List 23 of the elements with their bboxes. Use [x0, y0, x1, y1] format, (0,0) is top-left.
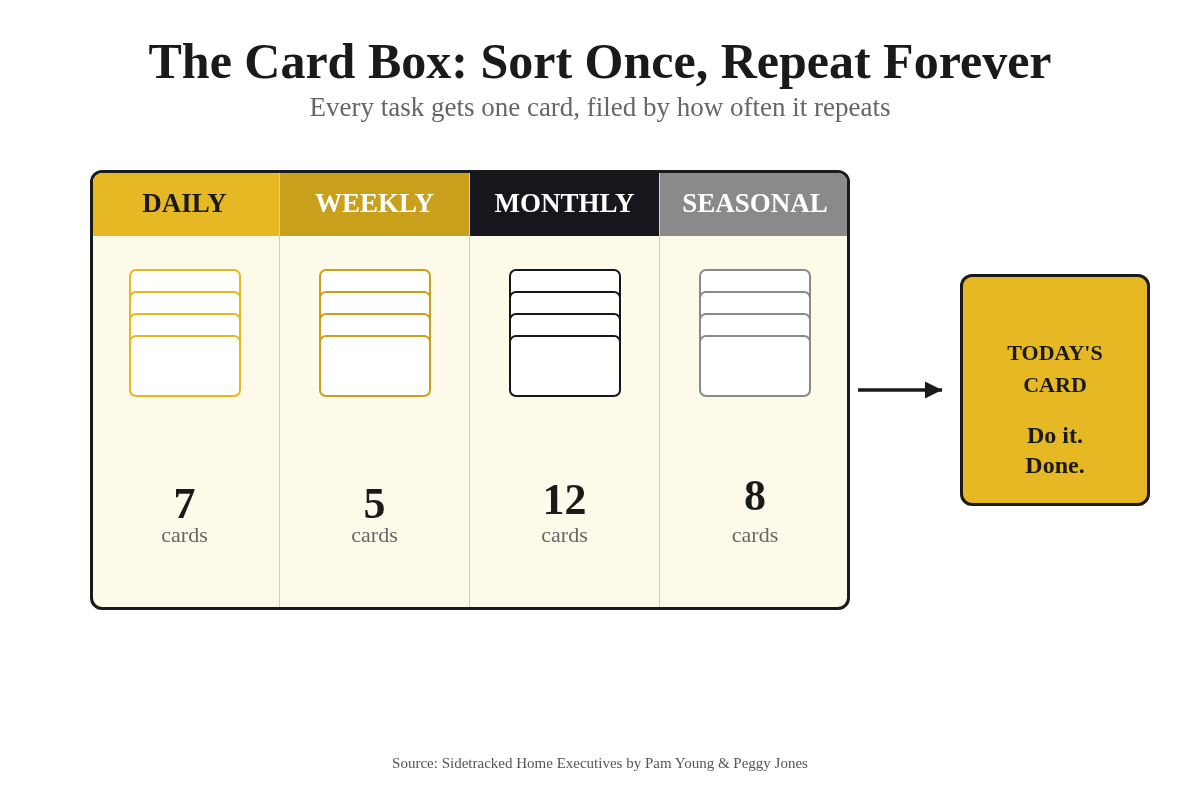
count-unit: cards: [540, 524, 589, 546]
category-column: [93, 173, 280, 607]
card-count: 7: [172, 482, 197, 526]
card-count: 8: [743, 474, 767, 518]
card-instruction: Do it. Done.: [1024, 421, 1086, 480]
title: The Card Box: Sort Once, Repeat Forever: [147, 32, 1053, 90]
arrow: [858, 381, 942, 399]
category-column: [280, 173, 470, 607]
source-note: Source: Sidetracked Home Executives by Pam Young & Peggy Jones: [391, 755, 809, 772]
card-box-frame: [90, 170, 850, 610]
column-header: WEEKLY: [280, 173, 469, 236]
card-count: 5: [362, 482, 387, 526]
count-unit: cards: [730, 524, 780, 546]
card-count: 12: [541, 478, 588, 522]
column-header: DAILY: [93, 173, 279, 236]
count-unit: cards: [160, 524, 209, 546]
category-column: [470, 173, 660, 607]
count-unit: cards: [350, 524, 399, 546]
todays-card: [960, 274, 1150, 506]
subtitle: Every task gets one card, filed by how often it repeats: [308, 92, 892, 123]
column-header: MONTHLY: [470, 173, 659, 236]
column-header: SEASONAL: [660, 173, 847, 236]
card-heading: TODAY'S CARD: [1006, 339, 1104, 399]
